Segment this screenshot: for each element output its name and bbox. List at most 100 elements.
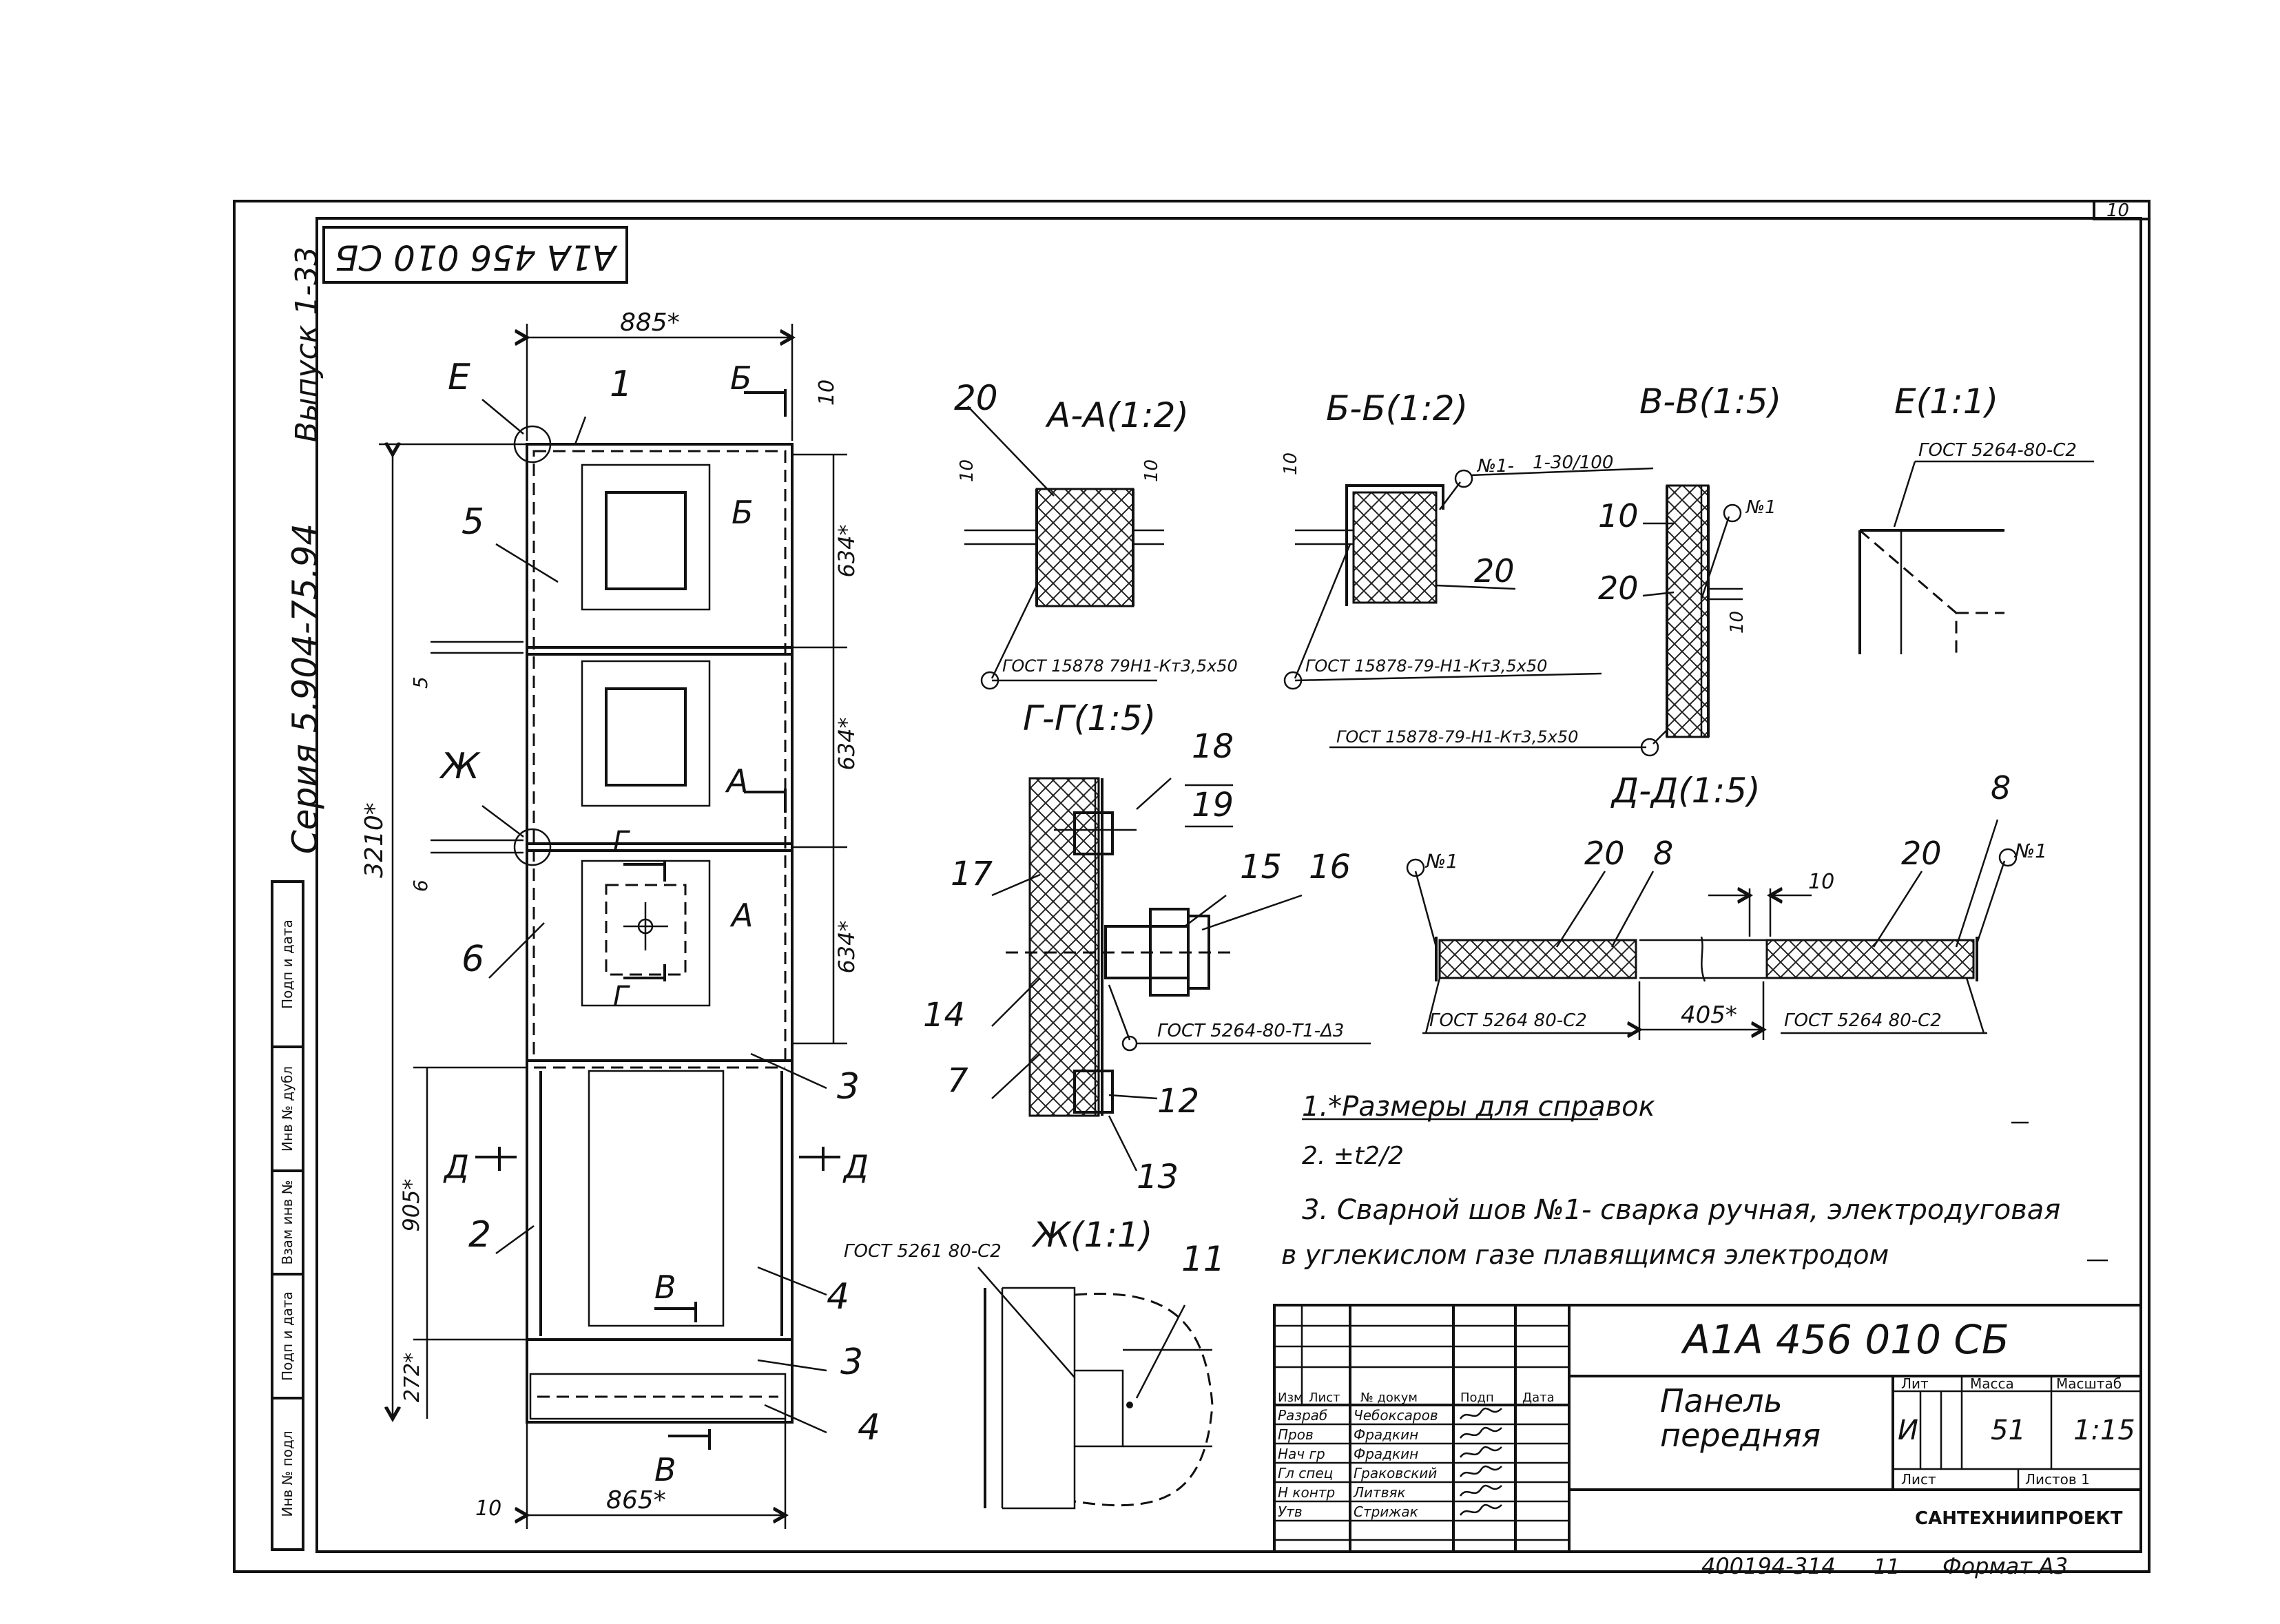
section-bb-dim: 10 [1281,452,1301,475]
callout-3b: 3 [840,1342,863,1383]
callout-3a: 3 [837,1066,860,1107]
title-name-2: передняя [1660,1417,1821,1454]
section-gg-title: Г-Г(1:5) [1023,698,1156,738]
section-vv-weld: №1 [1745,497,1776,518]
section-dd-pos-20a: 20 [1584,835,1625,872]
section-dd-pos-8a: 8 [1653,835,1673,872]
tb-sheets-label: Листов 1 [2025,1471,2090,1488]
tb-name-6: Стрижак [1354,1503,1418,1520]
section-mark-g-2: Г [613,981,630,1012]
tb-header-sign: Подп [1460,1391,1494,1405]
section-aa-gost: ГОСТ 15878 79Н1-Кт3,5х50 [1002,656,1238,676]
tb-sheet-label: Лист [1901,1471,1936,1488]
section-gg [991,777,1371,1172]
section-mark-d-1: Д [443,1148,469,1185]
section-gg-gost: ГОСТ 5264-80-Т1-Δ3 [1157,1021,1344,1041]
section-dd-gost-right: ГОСТ 5264 80-С2 [1784,1010,1942,1031]
section-bb-pos: 20 [1474,552,1515,590]
section-mark-v-1: В [654,1269,676,1306]
callout-5: 5 [462,501,484,543]
section-mark-a-2: А [729,897,753,934]
title-block [1273,1304,2142,1553]
stamp-code-box: А1А 456 010 СБ [322,226,628,284]
issue-label: Выпуск 1-33 [289,247,324,442]
tb-header-doc: № докум [1360,1391,1418,1405]
note-4: в углекислом газе плавящимся электродом [1281,1240,1889,1270]
section-mark-b-1: Б [730,360,752,397]
tb-header-izm: Изм [1278,1391,1303,1405]
tb-name-2: Фрадкин [1354,1426,1418,1443]
section-mark-v-2: В [654,1451,676,1488]
margin-cell-2: Подп и дата [279,1291,296,1381]
detail-mark-zh: Ж [439,746,481,787]
dim-seam-6: 6 [409,879,432,892]
footer-copy: 11 [1874,1555,1900,1579]
tb-mass-label: Масса [1970,1375,2014,1392]
section-dd-dim-mid: 405* [1681,1001,1737,1029]
footer-format: Формат А3 [1942,1553,2068,1579]
margin-cell-4: Инв № дубл [279,1066,296,1152]
detail-e-title: Е(1:1) [1894,382,1998,421]
tb-org: САНТЕХНИИПРОЕКТ [1915,1508,2123,1529]
tb-role-1: Разраб [1278,1407,1327,1424]
tb-role-3: Нач гр [1278,1446,1325,1462]
dim-h-lower: 905* [398,1178,424,1231]
tb-role-5: Н контр [1278,1484,1335,1501]
section-gg-pos-16: 16 [1309,848,1351,886]
dim-h1: 634* [833,524,860,577]
section-vv-pos1: 10 [1598,497,1639,534]
dim-seam-5: 5 [409,676,432,689]
section-aa-dim1: 10 [957,459,977,482]
dim-gap-left: 10 [475,1497,501,1521]
dim-h2: 634* [833,717,860,770]
callout-4b: 4 [858,1407,880,1448]
margin-cell-1: Инв № подл [279,1430,296,1517]
dim-gap-top: 10 [815,379,839,406]
dim-width-top: 885* [620,309,680,337]
section-vv-gost: ГОСТ 15878-79-Н1-Кт3,5х50 [1336,727,1578,747]
tb-header-date: Дата [1522,1391,1555,1405]
tb-lit-label: Лит [1901,1375,1929,1392]
tb-name-3: Фрадкин [1354,1446,1418,1462]
tb-name-4: Граковский [1354,1465,1437,1481]
section-mark-b-2: Б [732,494,754,531]
dim-height-total: 3210* [360,802,388,878]
section-dd [1406,819,2018,1040]
signatures [1459,1407,1502,1516]
front-view [379,324,847,1529]
section-gg-pos-13: 13 [1137,1158,1179,1196]
section-aa-dim2: 10 [1141,459,1162,482]
section-dd-gost-left: ГОСТ 5264 80-С2 [1429,1010,1587,1031]
callout-2: 2 [468,1214,491,1256]
section-dd-weld1: №1 [1424,850,1458,873]
section-dd-dim-gap: 10 [1808,870,1834,894]
tb-role-6: Утв [1278,1503,1303,1520]
section-bb-weld: №1- [1476,456,1514,477]
detail-zh [977,1267,1214,1510]
section-aa-pos: 20 [954,378,998,418]
section-gg-pos-19: 19 [1192,786,1234,824]
margin-stamp [271,880,304,1551]
margin-cell-3: Взам инв № [279,1180,296,1264]
section-gg-pos-18: 18 [1192,727,1234,766]
tb-role-2: Пров [1278,1426,1314,1443]
note-1: 1.*Размеры для справок [1302,1091,1655,1123]
dim-width-bottom: 865* [606,1486,666,1514]
section-vv-title: В-В(1:5) [1639,382,1781,421]
tb-header-list: Лист [1309,1391,1340,1405]
section-gg-pos-17: 17 [951,855,993,893]
margin-cell-5: Подп и дата [279,919,296,1009]
tb-scale-label: Масштаб [2056,1375,2122,1392]
section-aa [964,406,1164,690]
section-vv-dim: 10 [1727,611,1748,634]
detail-e-gost: ГОСТ 5264-80-С2 [1918,440,2077,461]
section-dd-pos-20b: 20 [1901,835,1942,872]
dim-h-bottom: 272* [400,1353,424,1402]
title-name-1: Панель [1660,1382,1783,1419]
detail-mark-e: Е [448,357,470,398]
section-aa-title: А-А(1:2) [1045,395,1189,435]
dim-h3: 634* [833,920,860,973]
callout-4a: 4 [827,1276,849,1318]
callout-6: 6 [462,939,484,980]
